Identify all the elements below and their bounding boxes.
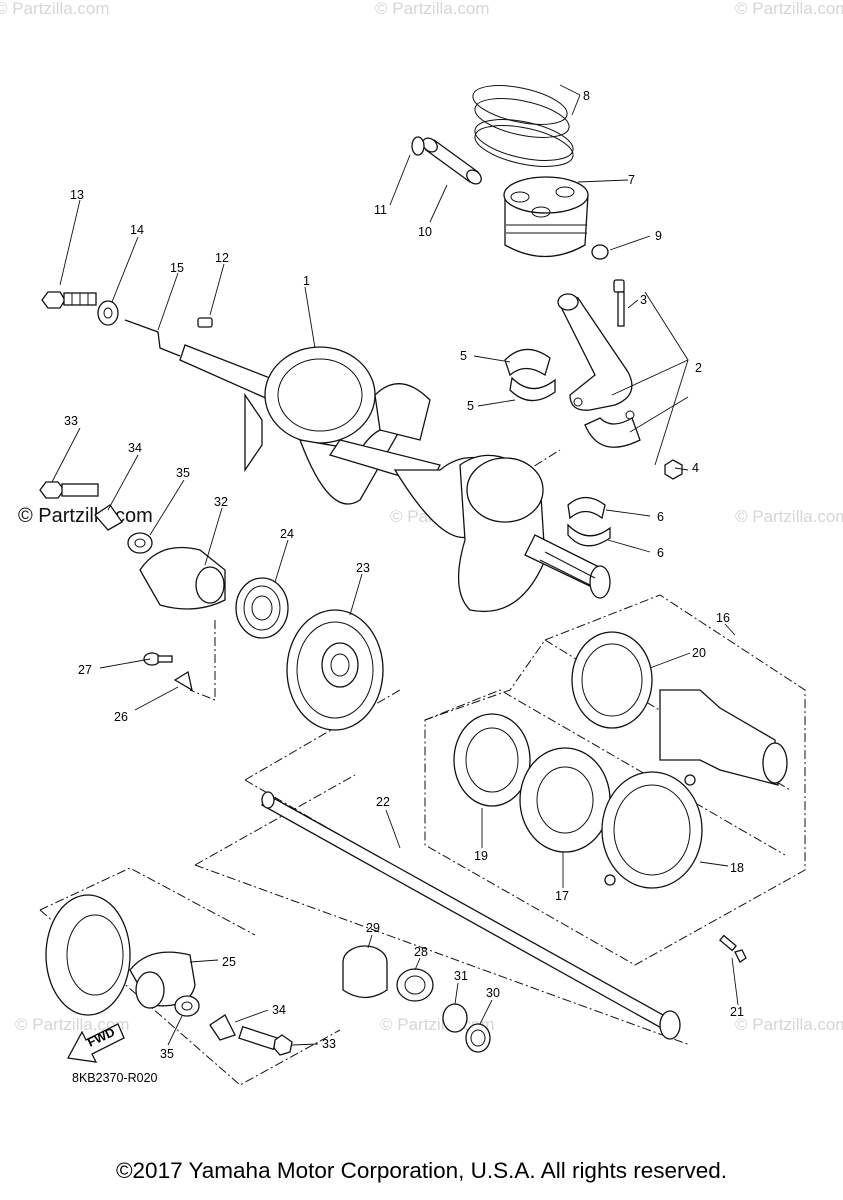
gear	[45, 894, 131, 1016]
callout-27: 27	[78, 663, 92, 677]
callout-15: 15	[170, 261, 184, 275]
conrod-bearing	[504, 348, 551, 377]
callout-29: 29	[366, 921, 380, 935]
oil-seal	[571, 631, 653, 729]
main-bearing	[567, 496, 606, 520]
callout-1: 1	[303, 274, 310, 288]
bolt	[238, 1025, 293, 1056]
screw	[143, 652, 173, 666]
callout-11: 11	[374, 203, 387, 217]
rod-bolt	[613, 279, 625, 327]
lock-washer	[94, 504, 123, 531]
callout-6: 6	[657, 510, 664, 524]
main-bearing	[567, 523, 611, 547]
callout-33: 33	[322, 1037, 336, 1051]
callout-10: 10	[418, 225, 432, 239]
callout-17: 17	[555, 889, 569, 903]
lock-washer	[209, 1014, 236, 1041]
rod-nut	[664, 459, 683, 480]
connecting-rod	[557, 293, 641, 448]
callout-20: 20	[692, 646, 706, 660]
drawing-code: 8KB2370-R020	[72, 1071, 158, 1085]
piston-pin-clip	[411, 136, 425, 156]
callout-7: 7	[628, 173, 635, 187]
washer	[174, 995, 200, 1017]
sleeve	[659, 689, 788, 786]
piston-rings	[472, 85, 574, 167]
callout-21: 21	[730, 1005, 744, 1019]
watermark: © Partzilla.com	[15, 1015, 130, 1034]
collar	[342, 945, 388, 999]
callout-8: 8	[583, 89, 590, 103]
watermark: © Partzilla.com	[0, 0, 110, 18]
lock-washer	[173, 670, 193, 692]
callout-34: 34	[128, 441, 142, 455]
callouts: 1 2 3 4 5 5 6 6 7 8 9 10 11 12 13 14 15 …	[64, 89, 744, 1061]
piston	[503, 176, 589, 258]
callout-28: 28	[414, 945, 428, 959]
watermark: © Partzilla.com	[375, 0, 490, 18]
watermark: © Partzilla.com	[735, 507, 843, 526]
callout-19: 19	[474, 849, 488, 863]
washer	[465, 1023, 491, 1053]
washer	[127, 532, 153, 554]
watermark-main: © Partzilla.com	[18, 505, 153, 527]
bearing	[235, 577, 289, 639]
callout-35: 35	[176, 466, 190, 480]
weight	[129, 951, 196, 1009]
needle-bearing	[396, 968, 434, 1002]
leader-lines	[51, 84, 739, 1046]
bolt	[41, 291, 97, 309]
gear	[286, 609, 384, 731]
callout-12: 12	[215, 251, 229, 265]
callout-34: 34	[272, 1003, 286, 1017]
shaft	[261, 791, 681, 1040]
callout-23: 23	[356, 561, 370, 575]
housing	[601, 771, 703, 889]
watermarks: © Partzilla.com © Partzilla.com © Partzi…	[0, 0, 843, 1034]
callout-2: 2	[695, 361, 702, 375]
piston-pin	[422, 137, 482, 185]
weight	[139, 546, 226, 610]
fwd-arrow-icon: FWD	[66, 1023, 125, 1063]
oil-seal	[453, 713, 531, 807]
callout-30: 30	[486, 986, 500, 1000]
watermark: © Partzilla.com	[735, 1015, 843, 1034]
callout-22: 22	[376, 795, 390, 809]
callout-32: 32	[214, 495, 228, 509]
watermark: © Partzilla.com	[735, 0, 843, 18]
callout-33: 33	[64, 414, 78, 428]
plate	[124, 319, 181, 357]
callout-18: 18	[730, 861, 744, 875]
callout-25: 25	[222, 955, 236, 969]
callout-5: 5	[460, 349, 467, 363]
callout-14: 14	[130, 223, 144, 237]
callout-24: 24	[280, 527, 294, 541]
callout-26: 26	[114, 710, 128, 724]
bearing	[519, 747, 611, 853]
callout-5: 5	[467, 399, 474, 413]
callout-13: 13	[70, 188, 84, 202]
conrod-bearing	[509, 376, 556, 402]
circlip	[442, 1003, 468, 1033]
callout-4: 4	[692, 461, 699, 475]
bolt	[39, 481, 99, 499]
woodruff-key	[197, 317, 213, 328]
callout-6: 6	[657, 546, 664, 560]
copyright-notice: ©2017 Yamaha Motor Corporation, U.S.A. A…	[115, 1158, 728, 1183]
bolt	[719, 934, 747, 963]
washer	[97, 300, 119, 326]
piston-pin-clip	[591, 244, 609, 260]
callout-35: 35	[160, 1047, 174, 1061]
callout-3: 3	[640, 293, 647, 307]
callout-9: 9	[655, 229, 662, 243]
callout-31: 31	[454, 969, 468, 983]
crankshaft	[179, 344, 611, 612]
callout-16: 16	[716, 611, 730, 625]
